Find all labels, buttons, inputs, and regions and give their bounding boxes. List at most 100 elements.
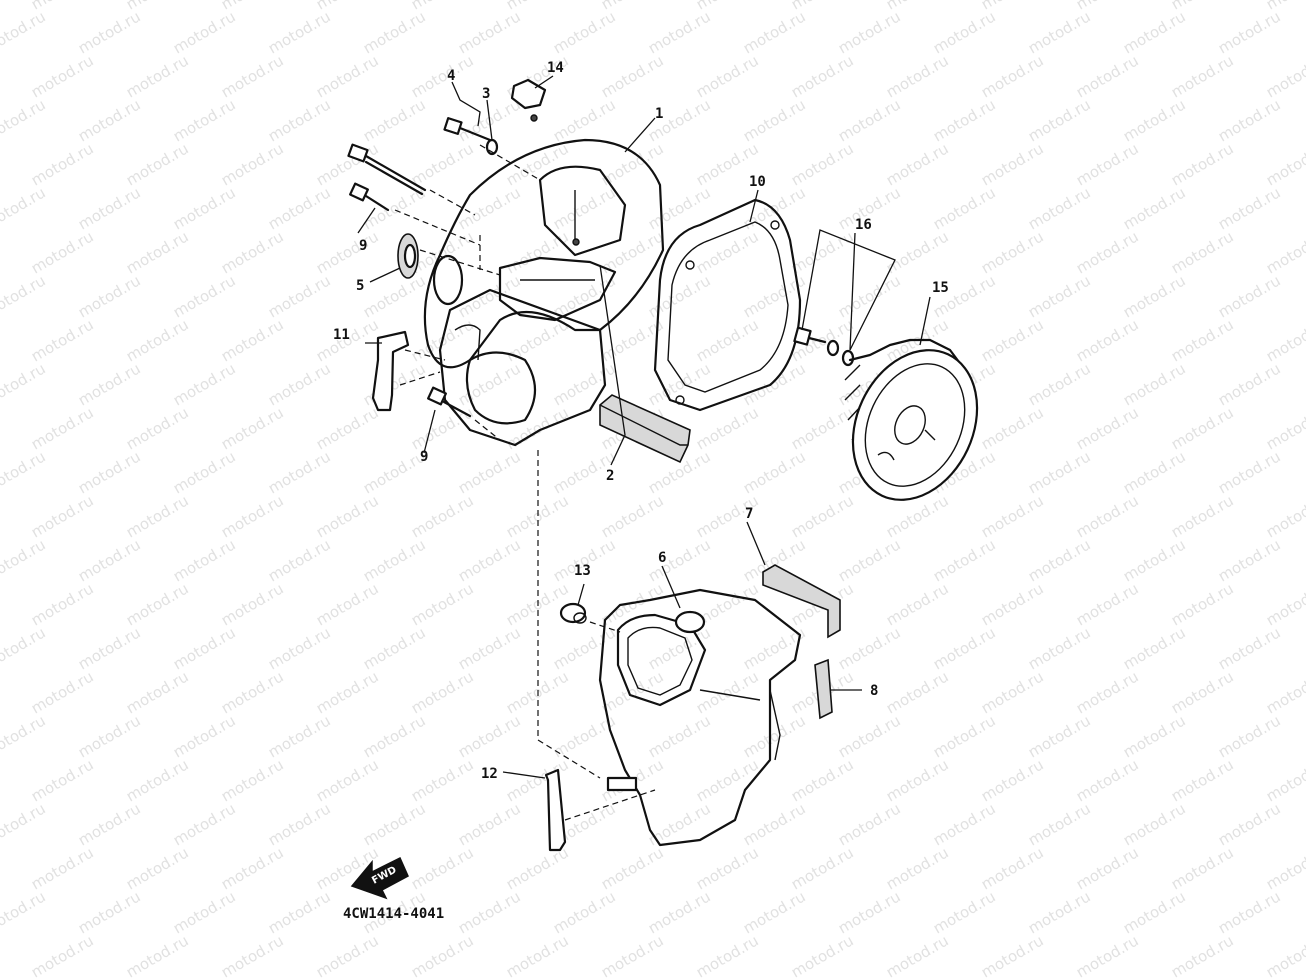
watermark-text: motod.ru <box>170 447 239 497</box>
watermark-text: motod.ru <box>1025 7 1094 57</box>
watermark-text: motod.ru <box>265 271 334 321</box>
watermark-text: motod.ru <box>455 623 524 673</box>
watermark-text: motod.ru <box>740 359 809 409</box>
watermark-text: motod.ru <box>218 755 287 805</box>
watermark-text: motod.ru <box>645 7 714 57</box>
watermark-text: motod.ru <box>0 139 2 189</box>
watermark-text: motod.ru <box>1168 579 1237 629</box>
watermark-text: motod.ru <box>740 183 809 233</box>
watermark-text: motod.ru <box>550 95 619 145</box>
callout-2: 2 <box>606 468 614 484</box>
watermark-text: motod.ru <box>313 227 382 277</box>
callout-3: 3 <box>482 86 490 102</box>
callout-14: 14 <box>547 60 564 76</box>
watermark-text: motod.ru <box>1215 535 1284 585</box>
watermark-text: motod.ru <box>28 315 97 365</box>
part-6-lower-shroud <box>598 588 802 847</box>
watermark-text: motod.ru <box>978 667 1047 717</box>
watermark-text: motod.ru <box>75 623 144 673</box>
watermark-text: motod.ru <box>1215 271 1284 321</box>
watermark-text: motod.ru <box>788 755 857 805</box>
watermark-text: motod.ru <box>1263 491 1306 541</box>
watermark-text: motod.ru <box>265 623 334 673</box>
watermark-text: motod.ru <box>1263 843 1306 893</box>
watermark-text: motod.ru <box>883 931 952 980</box>
watermark-text: motod.ru <box>28 843 97 893</box>
part-11-bracket <box>371 330 410 412</box>
watermark-text: motod.ru <box>693 843 762 893</box>
watermark-text: motod.ru <box>503 579 572 629</box>
watermark-text: motod.ru <box>360 799 429 849</box>
watermark-text: motod.ru <box>978 315 1047 365</box>
watermark-text: motod.ru <box>218 667 287 717</box>
diagram-code: 4CW1414-4041 <box>343 906 444 922</box>
watermark-text: motod.ru <box>1215 623 1284 673</box>
watermark-text: motod.ru <box>408 491 477 541</box>
watermark-text: motod.ru <box>218 315 287 365</box>
watermark-text: motod.ru <box>930 183 999 233</box>
watermark-text: motod.ru <box>0 359 49 409</box>
watermark-text: motod.ru <box>1263 227 1306 277</box>
callout-1: 1 <box>655 106 663 122</box>
watermark-text: motod.ru <box>218 139 287 189</box>
callout-15: 15 <box>932 280 949 296</box>
watermark-text: motod.ru <box>455 799 524 849</box>
watermark-text: motod.ru <box>645 711 714 761</box>
watermark-text: motod.ru <box>0 491 2 541</box>
watermark-text: motod.ru <box>1215 183 1284 233</box>
watermark-text: motod.ru <box>1263 579 1306 629</box>
watermark-text: motod.ru <box>218 491 287 541</box>
watermark-text: motod.ru <box>265 711 334 761</box>
callout-16: 16 <box>855 217 872 233</box>
callout-7: 7 <box>745 506 753 522</box>
watermark-text: motod.ru <box>503 667 572 717</box>
watermark-text: motod.ru <box>550 7 619 57</box>
watermark-text: motod.ru <box>265 887 334 937</box>
watermark-text: motod.ru <box>1073 491 1142 541</box>
watermark-text: motod.ru <box>0 667 2 717</box>
watermark-text: motod.ru <box>978 931 1047 980</box>
part-7-seal-strip <box>762 564 841 639</box>
watermark-text: motod.ru <box>693 931 762 980</box>
watermark-text: motod.ru <box>28 755 97 805</box>
watermark-text: motod.ru <box>503 931 572 980</box>
watermark-text: motod.ru <box>835 7 904 57</box>
watermark-text: motod.ru <box>75 7 144 57</box>
watermark-text: motod.ru <box>313 667 382 717</box>
watermark-text: motod.ru <box>75 271 144 321</box>
watermark-text: motod.ru <box>1025 623 1094 673</box>
part-16-washer <box>826 339 855 367</box>
watermark-text: motod.ru <box>360 359 429 409</box>
callout-9-upper: 9 <box>359 238 367 254</box>
watermark-text: motod.ru <box>1073 931 1142 980</box>
watermark-text: motod.ru <box>693 403 762 453</box>
watermark-text: motod.ru <box>218 403 287 453</box>
watermark-text: motod.ru <box>788 931 857 980</box>
watermark-text: motod.ru <box>930 711 999 761</box>
assembly-lines <box>394 144 656 821</box>
watermark-text: motod.ru <box>408 51 477 101</box>
watermark-text: motod.ru <box>930 799 999 849</box>
watermark-text: motod.ru <box>75 359 144 409</box>
watermark-text: motod.ru <box>883 755 952 805</box>
watermark-text: motod.ru <box>1025 535 1094 585</box>
watermark-text: motod.ru <box>0 271 49 321</box>
watermark-text: motod.ru <box>0 579 2 629</box>
watermark-text: motod.ru <box>408 579 477 629</box>
watermark-text: motod.ru <box>693 227 762 277</box>
watermark-text: motod.ru <box>1120 95 1189 145</box>
watermark-text: motod.ru <box>360 271 429 321</box>
watermark-text: motod.ru <box>1168 491 1237 541</box>
cylinder-cover-plate <box>438 288 607 447</box>
watermark-text: motod.ru <box>170 799 239 849</box>
watermark-text: motod.ru <box>1025 271 1094 321</box>
watermark-text: motod.ru <box>75 183 144 233</box>
watermark-text: motod.ru <box>930 95 999 145</box>
watermark-text: motod.ru <box>1168 51 1237 101</box>
watermark-text: motod.ru <box>75 887 144 937</box>
watermark-text: motod.ru <box>1168 315 1237 365</box>
callout-labels: 1 2 3 4 5 6 7 8 9 9 10 11 12 13 14 15 16 <box>333 60 949 782</box>
watermark-text: motod.ru <box>0 7 49 57</box>
callout-9-lower: 9 <box>420 449 428 465</box>
watermark-text: motod.ru <box>1120 623 1189 673</box>
